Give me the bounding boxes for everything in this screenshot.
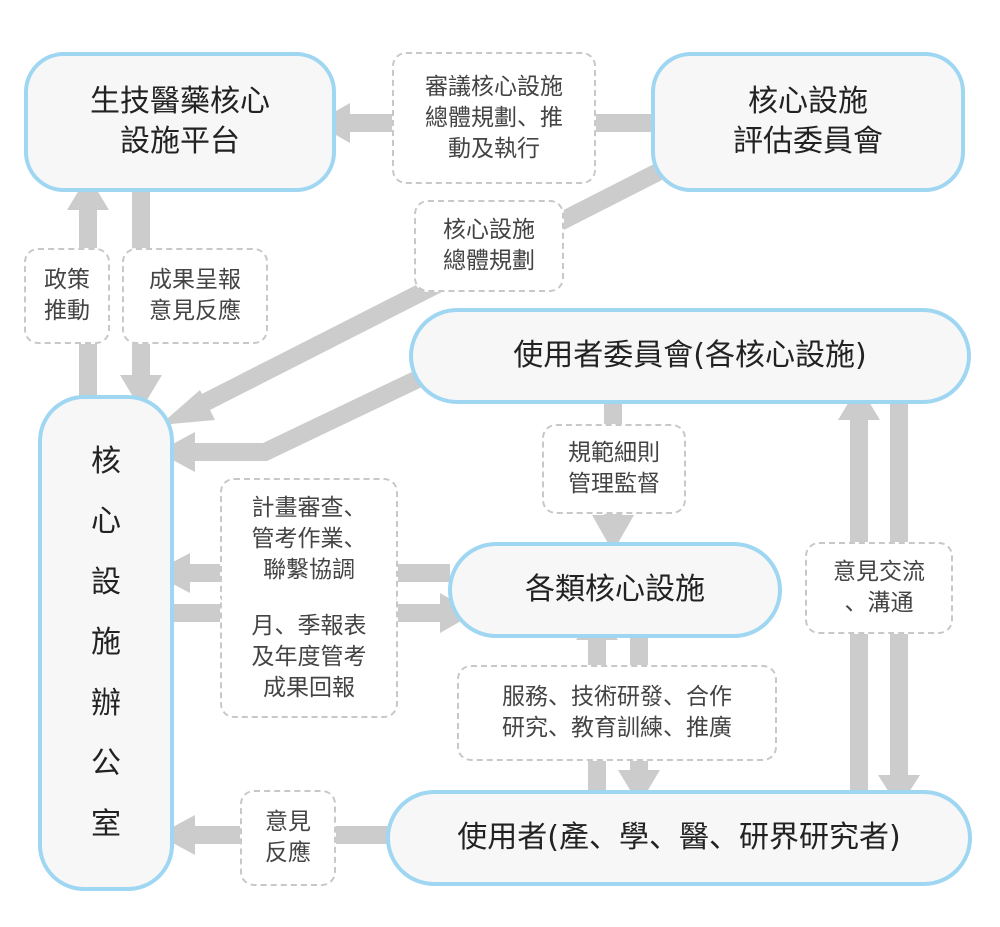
label-overall-planning: 核心設施 總體規劃 (414, 200, 564, 292)
office-char: 心 (91, 504, 121, 539)
label-plan-review: 計畫審查、 管考作業、 聯繫協調 (220, 478, 398, 598)
office-char: 核 (91, 443, 121, 479)
label-policy-promotion: 政策 推動 (24, 248, 110, 344)
label-results-feedback: 成果呈報 意見反應 (122, 248, 268, 344)
label-reports: 月、季報表 及年度管考 成果回報 (220, 598, 398, 718)
arrowhead-platform-to-office (120, 375, 162, 410)
biotech-platform-node: 生技醫藥核心 設施平台 (24, 52, 336, 192)
label-regulations-supervision: 規範細則 管理監督 (542, 424, 686, 514)
label-review-planning: 審議核心設施 總體規劃、推 動及執行 (392, 52, 596, 184)
arrowhead-office-to-platform (67, 175, 109, 210)
label-services: 服務、技術研發、合作 研究、教育訓練、推廣 (457, 665, 777, 761)
label-feedback: 意見 反應 (240, 790, 336, 886)
office-char: 室 (91, 806, 121, 842)
arrowhead-core-to-users (618, 770, 660, 805)
arrowhead-usercomm-to-office (158, 432, 195, 472)
arrowhead-eval-to-office (160, 390, 215, 425)
core-facilities-node: 各類核心設施 (448, 542, 782, 638)
evaluation-committee-node: 核心設施 評估委員會 (651, 52, 965, 192)
office-char: 設 (91, 564, 121, 600)
office-char: 辦 (91, 685, 121, 721)
arrowhead-users-to-office (158, 815, 195, 855)
core-facility-office-node: 核 心 設 施 辦 公 室 (38, 395, 174, 891)
office-char: 公 (91, 746, 121, 781)
arrowhead-usercomm-to-core (592, 515, 634, 552)
label-exchange: 意見交流 、溝通 (805, 542, 953, 634)
user-committee-node: 使用者委員會(各核心設施) (409, 308, 971, 404)
arrow-usercomm-to-office (195, 369, 424, 461)
users-node: 使用者(產、學、醫、研界研究者) (386, 790, 972, 886)
office-char: 施 (91, 625, 121, 660)
